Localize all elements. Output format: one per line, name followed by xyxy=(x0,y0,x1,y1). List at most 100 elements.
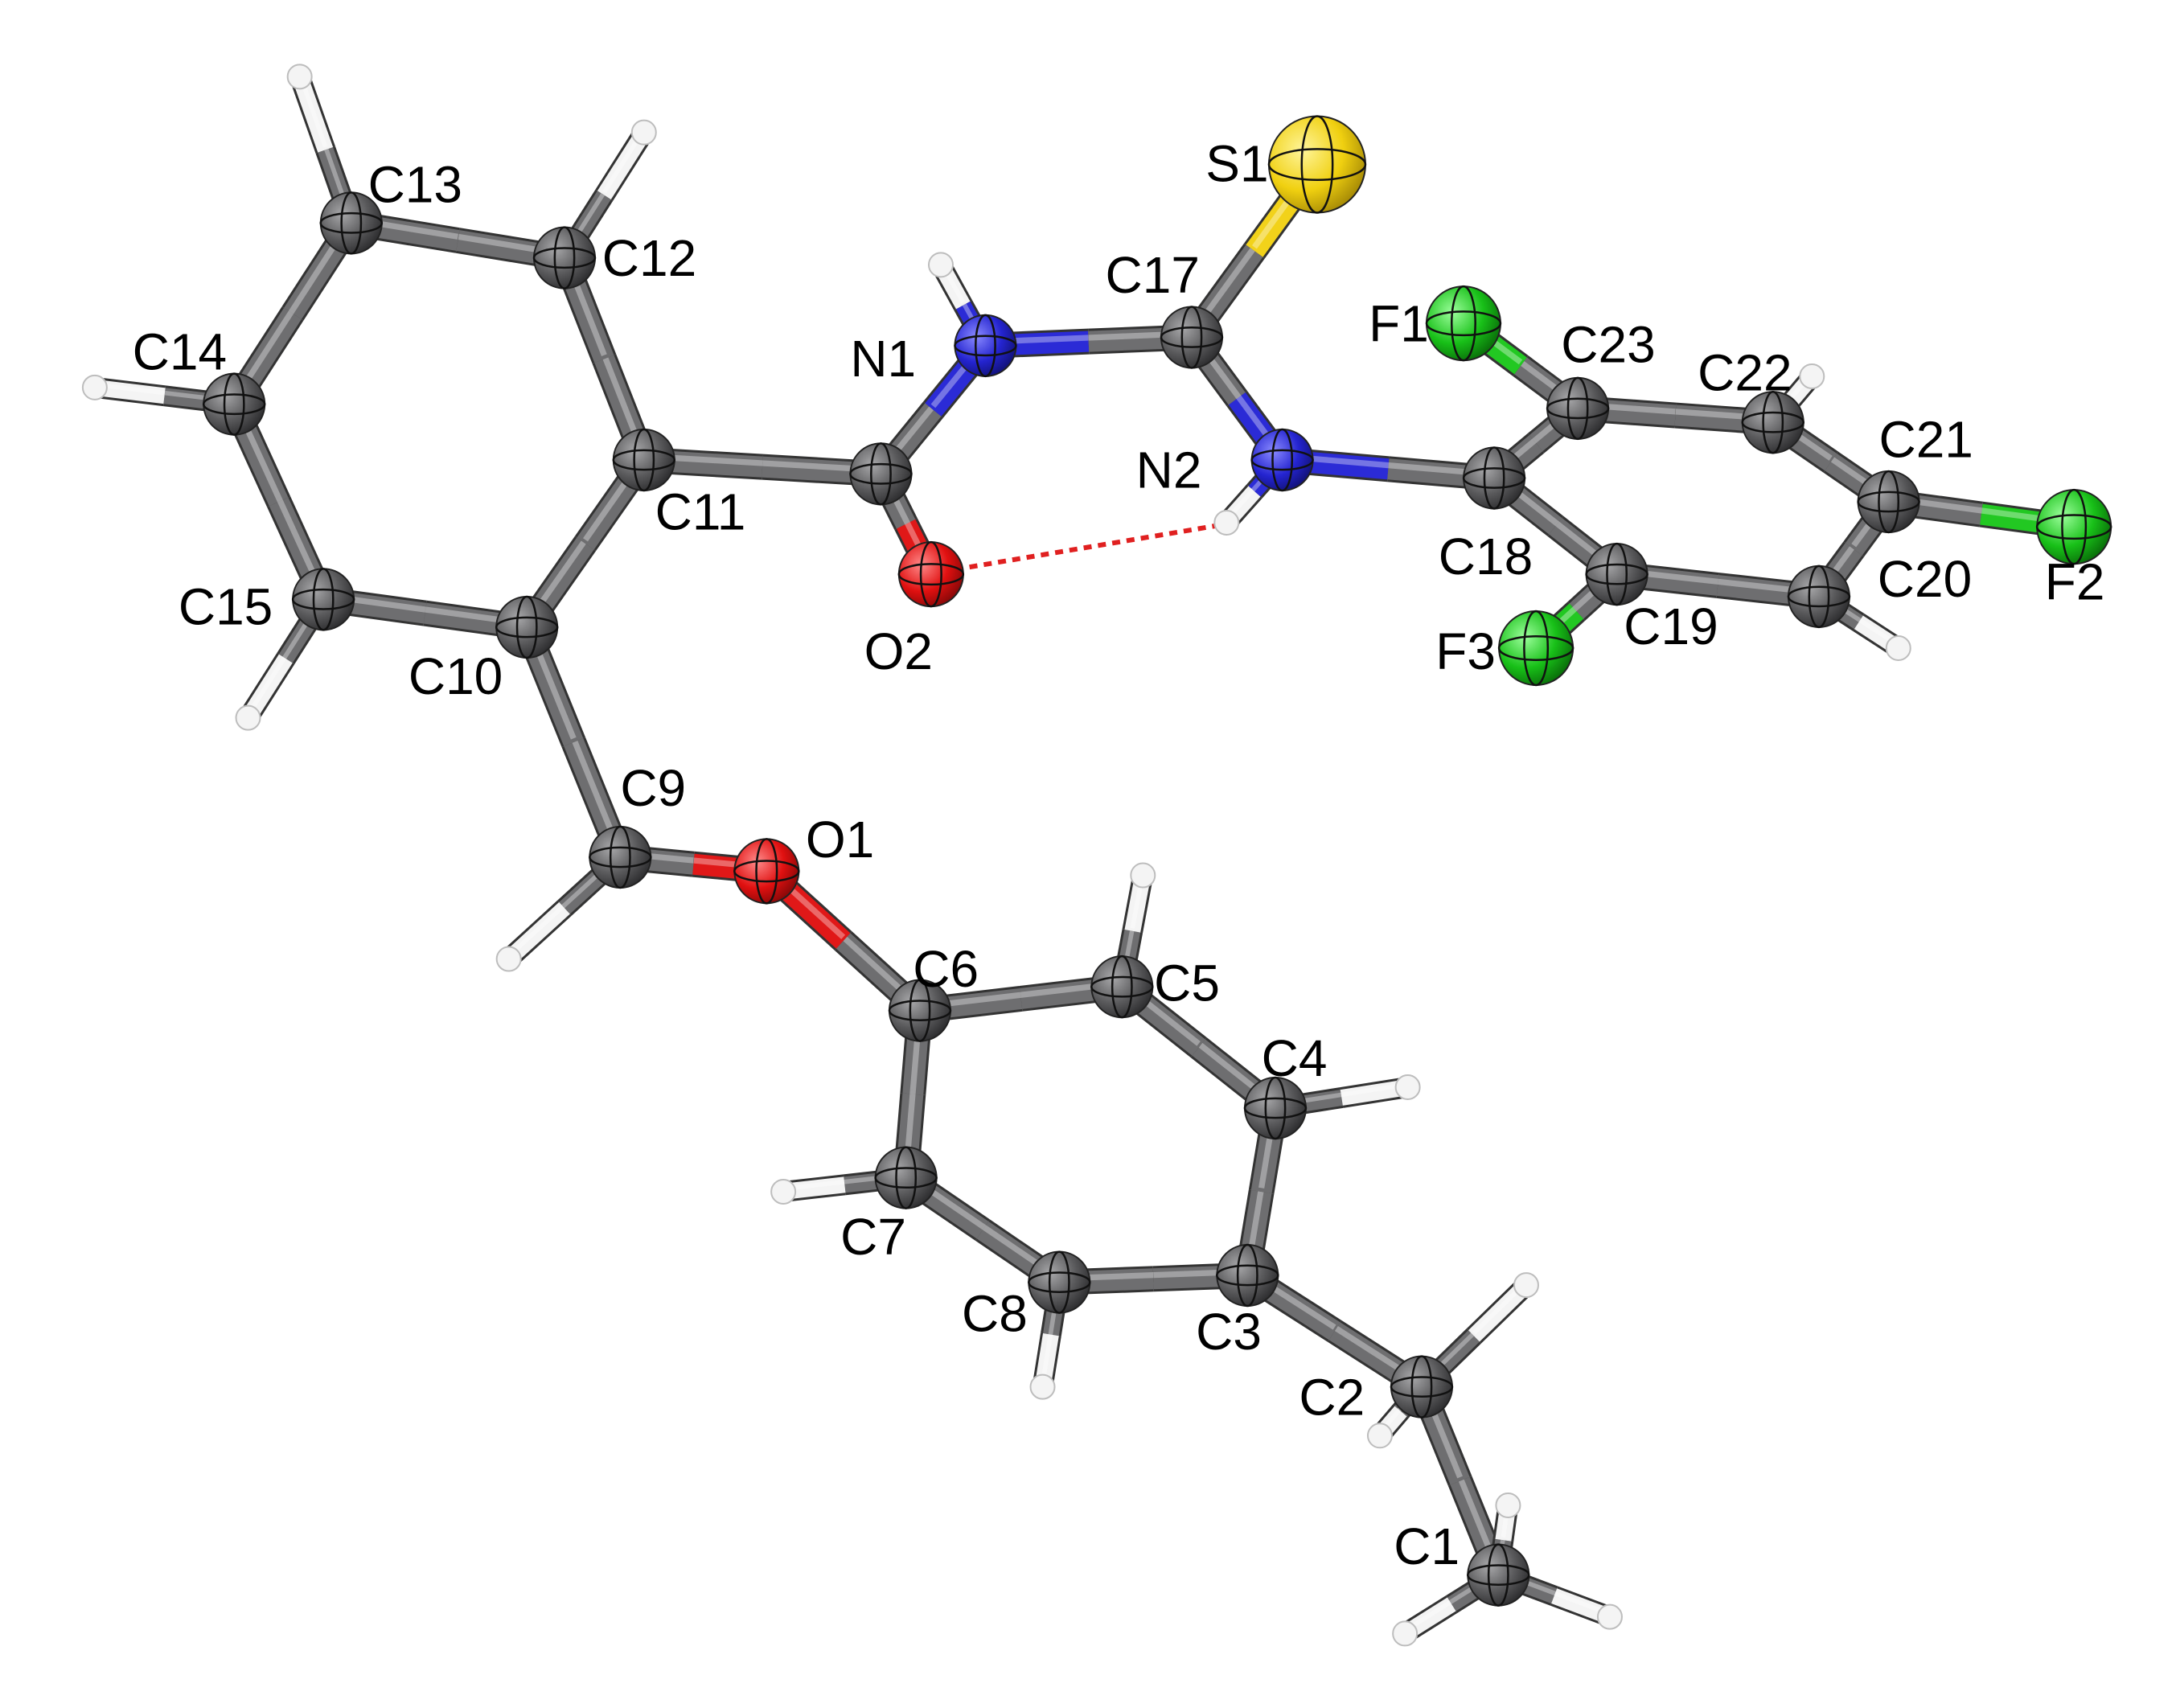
atom-O1-principal-axis-2 xyxy=(755,838,778,905)
label-C18: C18 xyxy=(1439,528,1533,585)
atom-C15-principal-axis-1 xyxy=(291,588,355,610)
label-C4: C4 xyxy=(1262,1029,1328,1087)
atom-O2-principal-axis-1 xyxy=(897,563,965,586)
atom-N1-principal-axis-1 xyxy=(954,335,1017,357)
label-F3: F3 xyxy=(1435,622,1496,680)
atom-C7-principal-axis-1 xyxy=(874,1167,938,1189)
labels-layer: C1C2C3C4C5C6C7C8C9O1C10C11C12C13C14C15O2… xyxy=(133,134,2105,1575)
atom-C8-principal-axis-1 xyxy=(1028,1271,1091,1294)
atom-C13-principal-axis-1 xyxy=(319,211,384,234)
label-C21: C21 xyxy=(1878,411,1973,469)
atom-HN2 xyxy=(1213,509,1240,536)
atom-C3-principal-axis-1 xyxy=(1216,1264,1279,1287)
atom-O1-principal-axis-1 xyxy=(733,860,800,883)
atom-C7-principal-axis-2 xyxy=(895,1146,918,1209)
atom-H10 xyxy=(495,946,522,972)
atom-CA-principal-axis-1 xyxy=(849,462,913,485)
atom-S1 xyxy=(1267,115,1366,214)
atom-C8 xyxy=(1028,1250,1091,1314)
atom-C6-principal-axis-1 xyxy=(888,1000,952,1022)
label-O2: O2 xyxy=(864,622,933,680)
atom-C10-principal-axis-1 xyxy=(495,616,559,638)
atom-C2 xyxy=(1390,1355,1453,1419)
atom-C3-principal-axis-2 xyxy=(1236,1243,1258,1308)
atom-C18-principal-axis-2 xyxy=(1483,446,1505,510)
label-C10: C10 xyxy=(409,647,503,705)
atom-C17-principal-axis-1 xyxy=(1160,326,1224,348)
atom-C9 xyxy=(589,825,652,889)
atom-H4 xyxy=(1513,1272,1539,1299)
atom-C9-principal-axis-1 xyxy=(589,846,652,868)
bond-C9-H10-shine-1 xyxy=(507,903,566,958)
label-C5: C5 xyxy=(1154,955,1220,1012)
atom-F3-principal-axis-1 xyxy=(1497,635,1575,661)
atom-C2-principal-axis-1 xyxy=(1390,1376,1454,1398)
atom-H7 xyxy=(1130,862,1156,889)
atom-O2-principal-axis-2 xyxy=(919,540,942,608)
atom-C4-principal-axis-2 xyxy=(1264,1076,1287,1140)
atom-C21 xyxy=(1857,470,1920,533)
atom-H8 xyxy=(770,1178,797,1205)
atom-C23 xyxy=(1546,376,1610,440)
atom-C3 xyxy=(1216,1243,1279,1307)
atom-C12-principal-axis-2 xyxy=(553,226,576,289)
atom-N1-principal-axis-2 xyxy=(975,314,996,378)
label-C22: C22 xyxy=(1698,343,1792,401)
label-C23: C23 xyxy=(1561,316,1655,374)
atom-N2 xyxy=(1250,428,1314,491)
label-C9: C9 xyxy=(620,759,686,817)
label-C6: C6 xyxy=(913,940,979,998)
atom-C11 xyxy=(612,428,675,491)
atom-H1 xyxy=(1495,1492,1521,1518)
atom-C2-principal-axis-2 xyxy=(1410,1355,1433,1419)
atom-C7 xyxy=(874,1146,938,1209)
label-C13: C13 xyxy=(368,155,462,213)
atom-C5-principal-axis-1 xyxy=(1090,975,1154,998)
atom-C10-principal-axis-2 xyxy=(515,595,538,659)
label-C11: C11 xyxy=(655,483,746,541)
atom-H13 xyxy=(286,64,313,90)
atom-H14 xyxy=(630,119,657,146)
atom-H11 xyxy=(235,704,261,731)
label-C20: C20 xyxy=(1878,550,1972,608)
label-F2: F2 xyxy=(2045,552,2105,610)
atom-C18-principal-axis-1 xyxy=(1462,467,1526,489)
label-C15: C15 xyxy=(179,578,273,636)
atom-C4-principal-axis-1 xyxy=(1243,1097,1308,1119)
atom-C13-principal-axis-2 xyxy=(340,191,363,255)
label-C12: C12 xyxy=(602,229,696,287)
atom-C23-principal-axis-2 xyxy=(1566,376,1589,441)
atom-N2-principal-axis-2 xyxy=(1271,428,1294,492)
atom-CA xyxy=(849,442,913,506)
label-C8: C8 xyxy=(962,1284,1028,1342)
atom-C22-principal-axis-2 xyxy=(1762,390,1784,454)
atom-C17-principal-axis-2 xyxy=(1180,306,1203,369)
atom-C22-principal-axis-1 xyxy=(1741,411,1805,433)
atom-C12-principal-axis-1 xyxy=(532,247,597,269)
label-C7: C7 xyxy=(840,1208,906,1266)
atom-C8-principal-axis-2 xyxy=(1048,1250,1070,1314)
label-C17: C17 xyxy=(1106,246,1200,304)
atom-H5 xyxy=(1366,1423,1393,1449)
atom-C19-principal-axis-2 xyxy=(1606,542,1628,606)
bonds-layer xyxy=(93,72,2076,1643)
label-N1: N1 xyxy=(850,330,916,388)
atom-C6-principal-axis-2 xyxy=(909,979,931,1042)
atom-F3-principal-axis-2 xyxy=(1523,610,1550,687)
atom-C1-principal-axis-1 xyxy=(1467,1564,1530,1587)
atom-H9 xyxy=(1029,1373,1056,1400)
hydrogen-bond-layer xyxy=(955,523,1216,573)
label-C3: C3 xyxy=(1196,1303,1262,1361)
atom-C11-principal-axis-1 xyxy=(612,449,676,471)
atom-C1-principal-axis-2 xyxy=(1487,1543,1509,1607)
atom-C23-principal-axis-1 xyxy=(1546,397,1610,420)
atom-H16 xyxy=(1885,634,1911,661)
label-C2: C2 xyxy=(1299,1368,1365,1426)
label-S1: S1 xyxy=(1205,134,1268,192)
atom-H15 xyxy=(1799,363,1825,389)
atom-C20-principal-axis-1 xyxy=(1787,585,1851,608)
atom-C15 xyxy=(292,568,355,631)
atom-C14-principal-axis-1 xyxy=(202,393,266,416)
atom-C21-principal-axis-1 xyxy=(1857,491,1920,513)
